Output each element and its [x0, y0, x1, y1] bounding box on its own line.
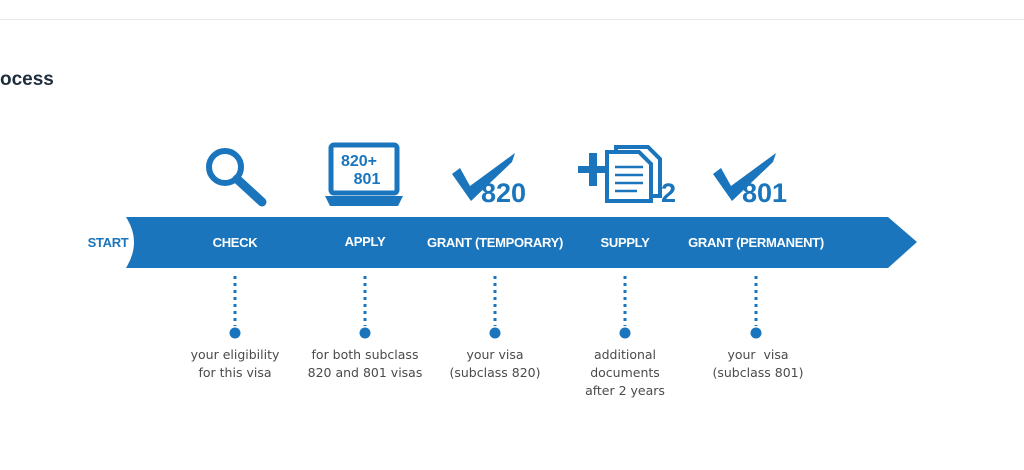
desc-check-line2: for this visa — [199, 365, 272, 380]
step-label-grant-permanent: GRANT (PERMANENT) — [688, 235, 824, 250]
desc-grant-temporary-line2: (subclass 820) — [450, 365, 541, 380]
start-label: START — [88, 235, 129, 250]
desc-supply-line2: documents — [590, 365, 660, 380]
laptop-icon: 820+ 801 — [325, 142, 403, 206]
step-label-check: CHECK — [213, 235, 259, 250]
desc-grant-permanent-line2: (subclass 801) — [713, 365, 804, 380]
desc-supply-line3: after 2 years — [585, 383, 665, 398]
connector-dot-supply — [619, 327, 631, 339]
magnifier-icon — [206, 148, 267, 207]
connector-dot-grant-permanent — [750, 327, 762, 339]
checkmark-820-text: 820 — [481, 178, 526, 208]
desc-apply-line1: for both subclass — [312, 347, 419, 362]
step-label-grant-temporary: GRANT (TEMPORARY) — [427, 235, 563, 250]
process-arrow — [126, 217, 917, 268]
checkmark-801-icon: 801 — [713, 153, 787, 208]
step-label-supply: SUPPLY — [600, 235, 650, 250]
documents-icon: 2 — [578, 145, 676, 208]
checkmark-820-icon: 820 — [452, 153, 526, 208]
connector-dot-apply — [359, 327, 371, 339]
connector-dot-grant-temporary — [489, 327, 501, 339]
connector-dot-check — [229, 327, 241, 339]
page-heading: ocess — [0, 69, 54, 90]
step-label-apply: APPLY — [345, 234, 386, 249]
header-divider — [0, 19, 1024, 20]
desc-grant-permanent-line1: your visa — [727, 347, 788, 362]
desc-apply-line2: 820 and 801 visas — [308, 365, 423, 380]
desc-grant-temporary-line1: your visa — [466, 347, 523, 362]
documents-text: 2 — [661, 178, 676, 208]
desc-check-line1: your eligibility — [191, 347, 280, 362]
checkmark-801-text: 801 — [742, 178, 787, 208]
desc-supply-line1: additional — [594, 347, 656, 362]
laptop-text-line1: 820+ — [341, 153, 377, 170]
laptop-text-line2: 801 — [354, 171, 381, 188]
